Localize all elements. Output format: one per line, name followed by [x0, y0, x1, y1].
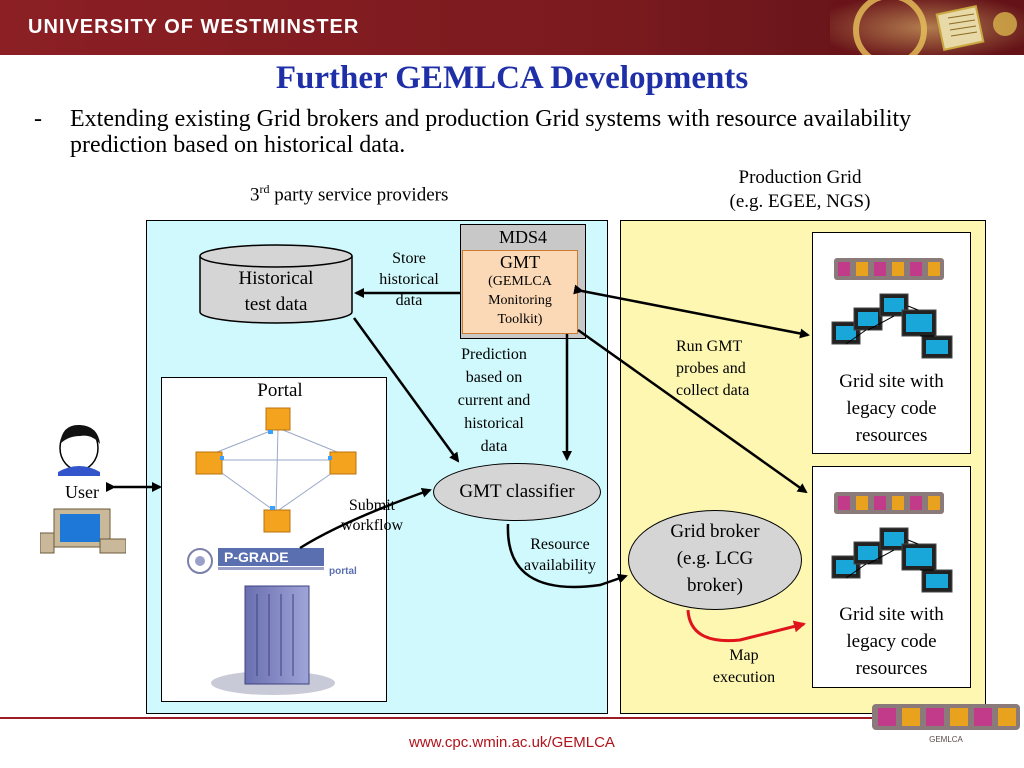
footer-divider [0, 717, 880, 719]
run-gmt-line-2: probes and [676, 360, 746, 377]
site1-line-2: legacy code [846, 398, 937, 419]
third-party-prefix: 3 [250, 184, 260, 206]
bullet-text: Extending existing Grid brokers and prod… [70, 106, 912, 158]
university-name: UNIVERSITY OF WESTMINSTER [28, 16, 360, 38]
portal-label: Portal [257, 380, 303, 401]
arrow-gmt-to-site2 [577, 328, 808, 494]
computers-group-1 [831, 293, 953, 359]
gmt-sub1: (GEMLCA [488, 274, 552, 289]
user-icon [58, 424, 100, 476]
workflow-graph-image [195, 407, 357, 533]
historical-line1: Historical [238, 268, 314, 289]
grid-site-1-label: Grid site with legacy code resources [812, 368, 971, 449]
broker-line-2: (e.g. LCG [676, 548, 754, 569]
store-historical-label: Store historical data [366, 248, 452, 311]
prediction-line-1: Prediction [461, 346, 527, 363]
submit-line2: workflow [340, 517, 404, 534]
run-gmt-label: Run GMT probes and collect data [676, 336, 788, 402]
gemlca-footer-logo-text: GEMLCA [929, 735, 963, 744]
resource-line2: availability [524, 557, 596, 574]
store-line1: Store [392, 250, 426, 267]
historical-data-cylinder [199, 244, 353, 324]
prediction-line-3: current and [457, 392, 531, 409]
footer-url: www.cpc.wmin.ac.uk/GEMLCA [409, 734, 615, 751]
production-grid-label: Production Grid (e.g. EGEE, NGS) [700, 166, 900, 214]
historical-line2: test data [244, 294, 308, 315]
site2-line-2: legacy code [846, 631, 937, 652]
prediction-line-2: based on [465, 369, 523, 386]
site2-line-3: resources [855, 658, 928, 679]
grid-site-1-image [831, 258, 953, 359]
gmt-label-group: GMT (GEMLCA Monitoring Toolkit) [462, 252, 578, 329]
arrow-resource-availability [506, 523, 628, 589]
map-line1: Map [729, 647, 759, 664]
gemlca-puzzle-logo-2 [834, 492, 944, 514]
site1-line-3: resources [855, 425, 928, 446]
third-party-label: 3rd party service providers [250, 182, 448, 206]
production-grid-line2: (e.g. EGEE, NGS) [729, 191, 871, 212]
server-image [211, 585, 335, 695]
run-gmt-line-1: Run GMT [676, 338, 743, 355]
gmt-classifier [433, 463, 601, 521]
prediction-line-5: data [480, 438, 508, 455]
third-party-sup: rd [259, 182, 270, 196]
gmt-sub3: Toolkit) [497, 312, 543, 327]
gmt-classifier-label: GMT classifier [459, 481, 575, 502]
grid-site-2-image [831, 492, 953, 593]
arrow-historical-to-classifier [352, 317, 460, 463]
arrow-map-execution [686, 609, 806, 643]
gmt-sub2: Monitoring [488, 293, 552, 308]
grid-broker-label: Grid broker (e.g. LCG broker) [628, 518, 802, 599]
crest-image [830, 0, 1024, 55]
map-execution-label: Map execution [698, 645, 790, 689]
slide-title: Further GEMLCA Developments [275, 60, 749, 96]
historical-data-label: Historical test data [198, 266, 354, 318]
grid-broker [628, 510, 802, 610]
production-grid-line1: Production Grid [738, 167, 862, 188]
bullet-marker: - [34, 106, 42, 132]
user-label: User [65, 482, 99, 502]
prediction-label: Prediction based on current and historic… [440, 343, 548, 458]
gemlca-puzzle-logo-1 [834, 258, 944, 280]
grid-site-2-label: Grid site with legacy code resources [812, 601, 971, 682]
arrow-run-gmt [573, 284, 810, 339]
user-computer-icon [40, 508, 126, 554]
broker-line-3: broker) [687, 575, 743, 596]
map-line2: execution [712, 669, 776, 686]
site2-line-1: Grid site with [839, 604, 944, 625]
third-party-text: party service providers [274, 184, 449, 206]
pgrade-logo: P-GRADE portal [187, 548, 357, 577]
store-line2: historical [379, 271, 439, 288]
store-line3: data [395, 292, 423, 309]
submit-workflow-label: Submit workflow [330, 496, 414, 536]
pgrade-logo-text: P-GRADE [224, 549, 289, 565]
resource-availability-label: Resource availability [512, 534, 608, 576]
submit-line1: Submit [348, 497, 396, 514]
run-gmt-line-3: collect data [676, 382, 750, 399]
arrow-submit-workflow [299, 487, 432, 550]
gemlca-footer-logo: GEMLCA [872, 704, 1020, 744]
pgrade-portal-text: portal [329, 566, 357, 577]
site1-line-1: Grid site with [839, 371, 944, 392]
prediction-line-4: historical [464, 415, 524, 432]
gmt-label: GMT [500, 252, 540, 272]
mds4-label: MDS4 [498, 227, 547, 247]
broker-line-1: Grid broker [670, 521, 760, 542]
resource-line1: Resource [530, 536, 590, 553]
computers-group-2 [831, 527, 953, 593]
